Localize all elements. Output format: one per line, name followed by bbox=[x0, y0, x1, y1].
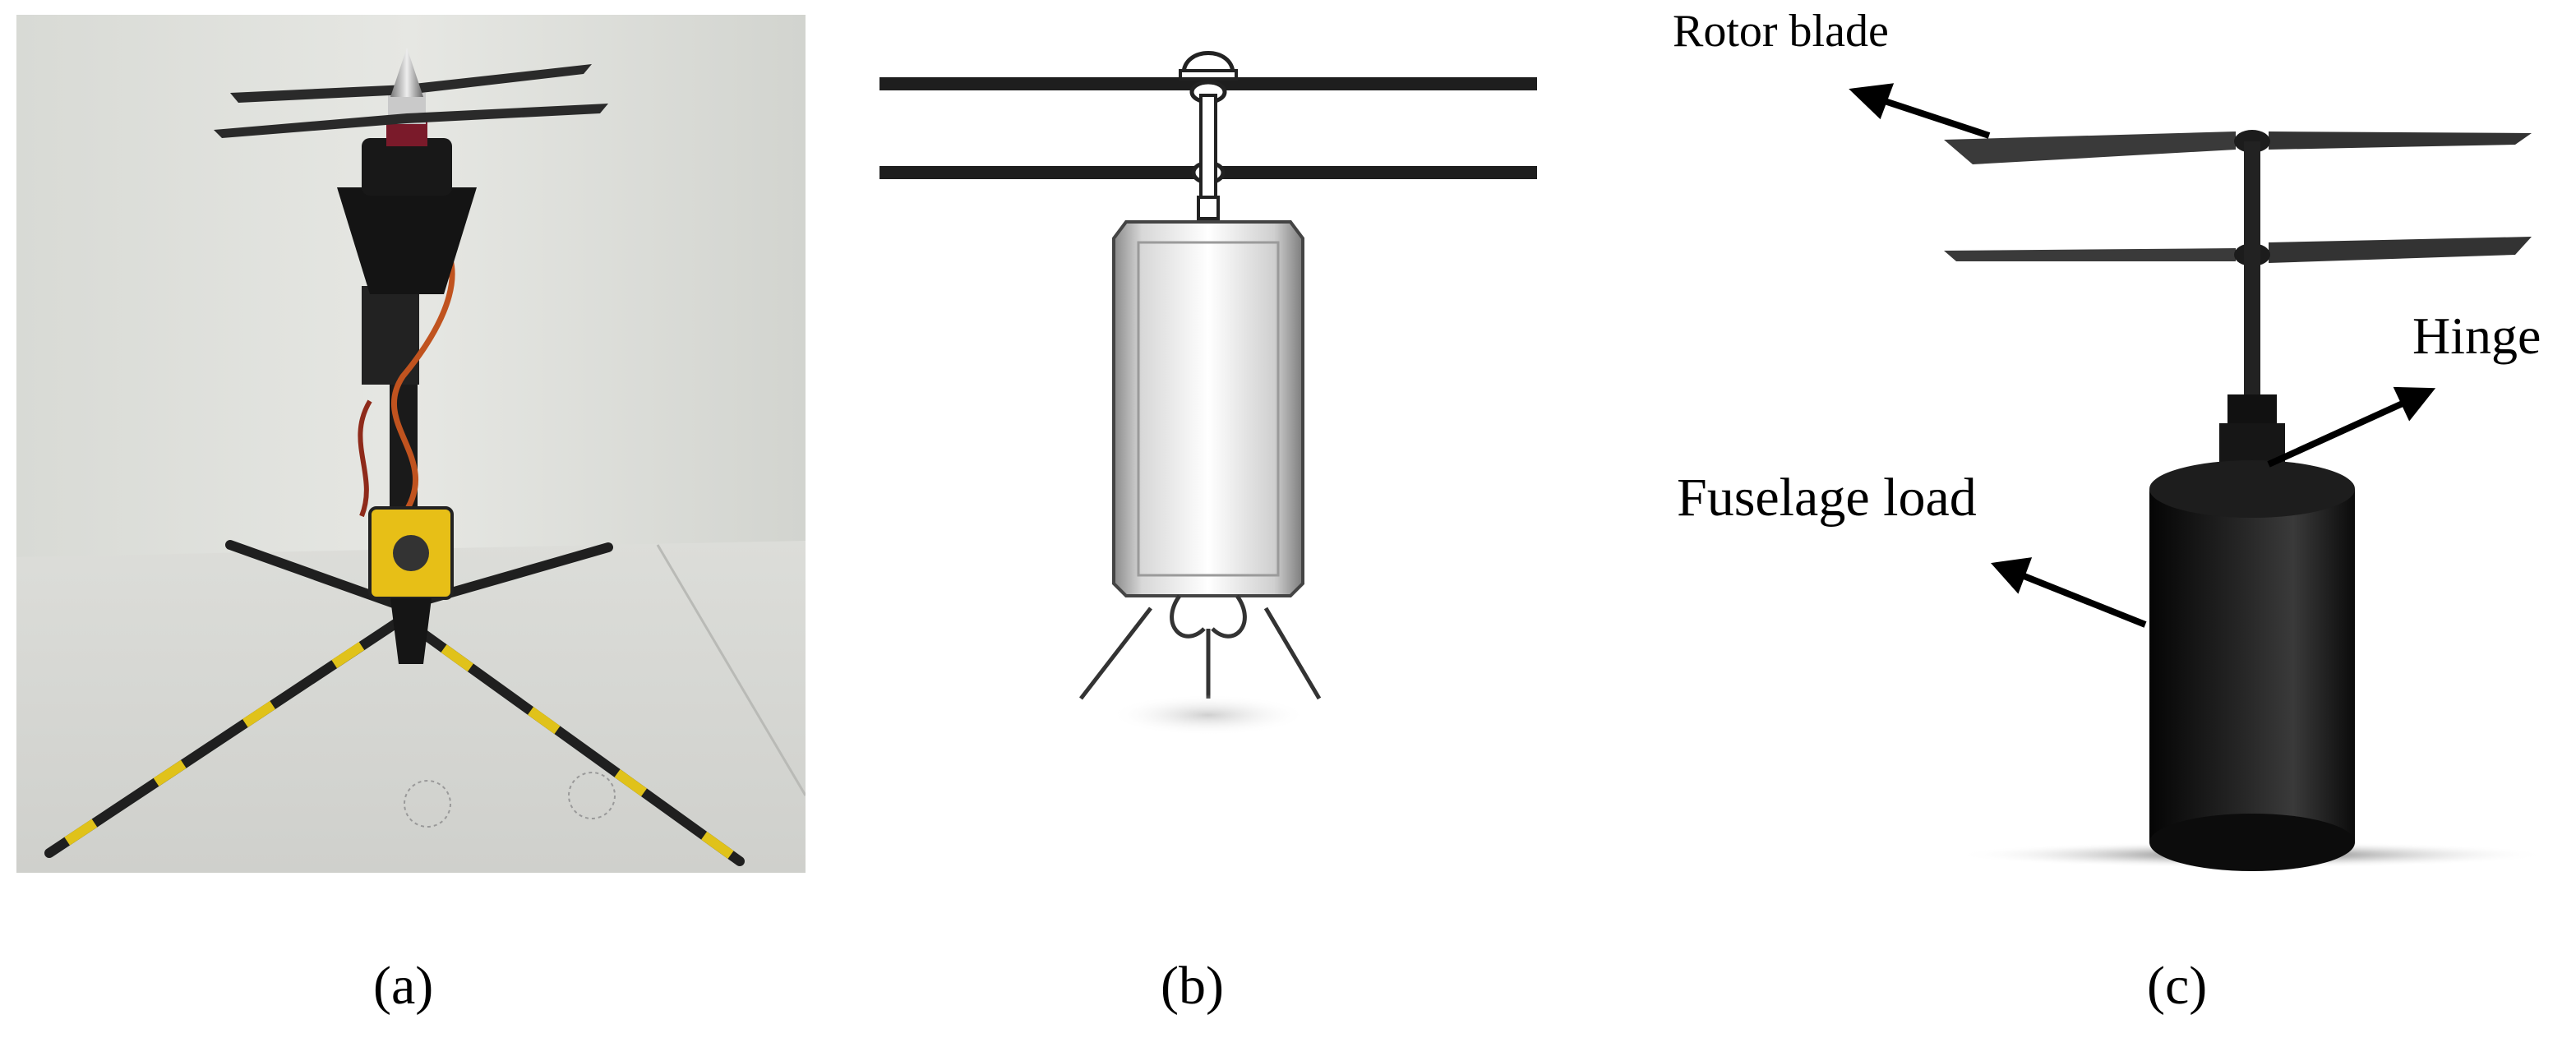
model-drawing bbox=[1849, 83, 2548, 871]
caption-c: (c) bbox=[2147, 956, 2208, 1016]
schematic-drawing bbox=[879, 51, 1537, 736]
fuselage-body bbox=[1112, 220, 1304, 597]
model-rotor-blades bbox=[1944, 131, 2532, 263]
panel-b-schematic bbox=[855, 16, 1562, 756]
landing-gear bbox=[1079, 594, 1322, 700]
rotor-blade-label: Rotor blade bbox=[1673, 6, 1889, 57]
prototype-photo bbox=[16, 15, 806, 873]
panel-a-photo bbox=[16, 15, 806, 873]
hinge-label: Hinge bbox=[2412, 307, 2541, 365]
caption-b: (b) bbox=[1161, 956, 1224, 1016]
fuselage-cylinder bbox=[2149, 460, 2355, 871]
fuselage-load-label: Fuselage load bbox=[1677, 468, 1977, 528]
photo-rotor-blades bbox=[214, 64, 608, 138]
annotation-arrows bbox=[1849, 83, 2436, 628]
panel-c-3d-model bbox=[1660, 0, 2576, 888]
caption-a: (a) bbox=[373, 956, 434, 1016]
